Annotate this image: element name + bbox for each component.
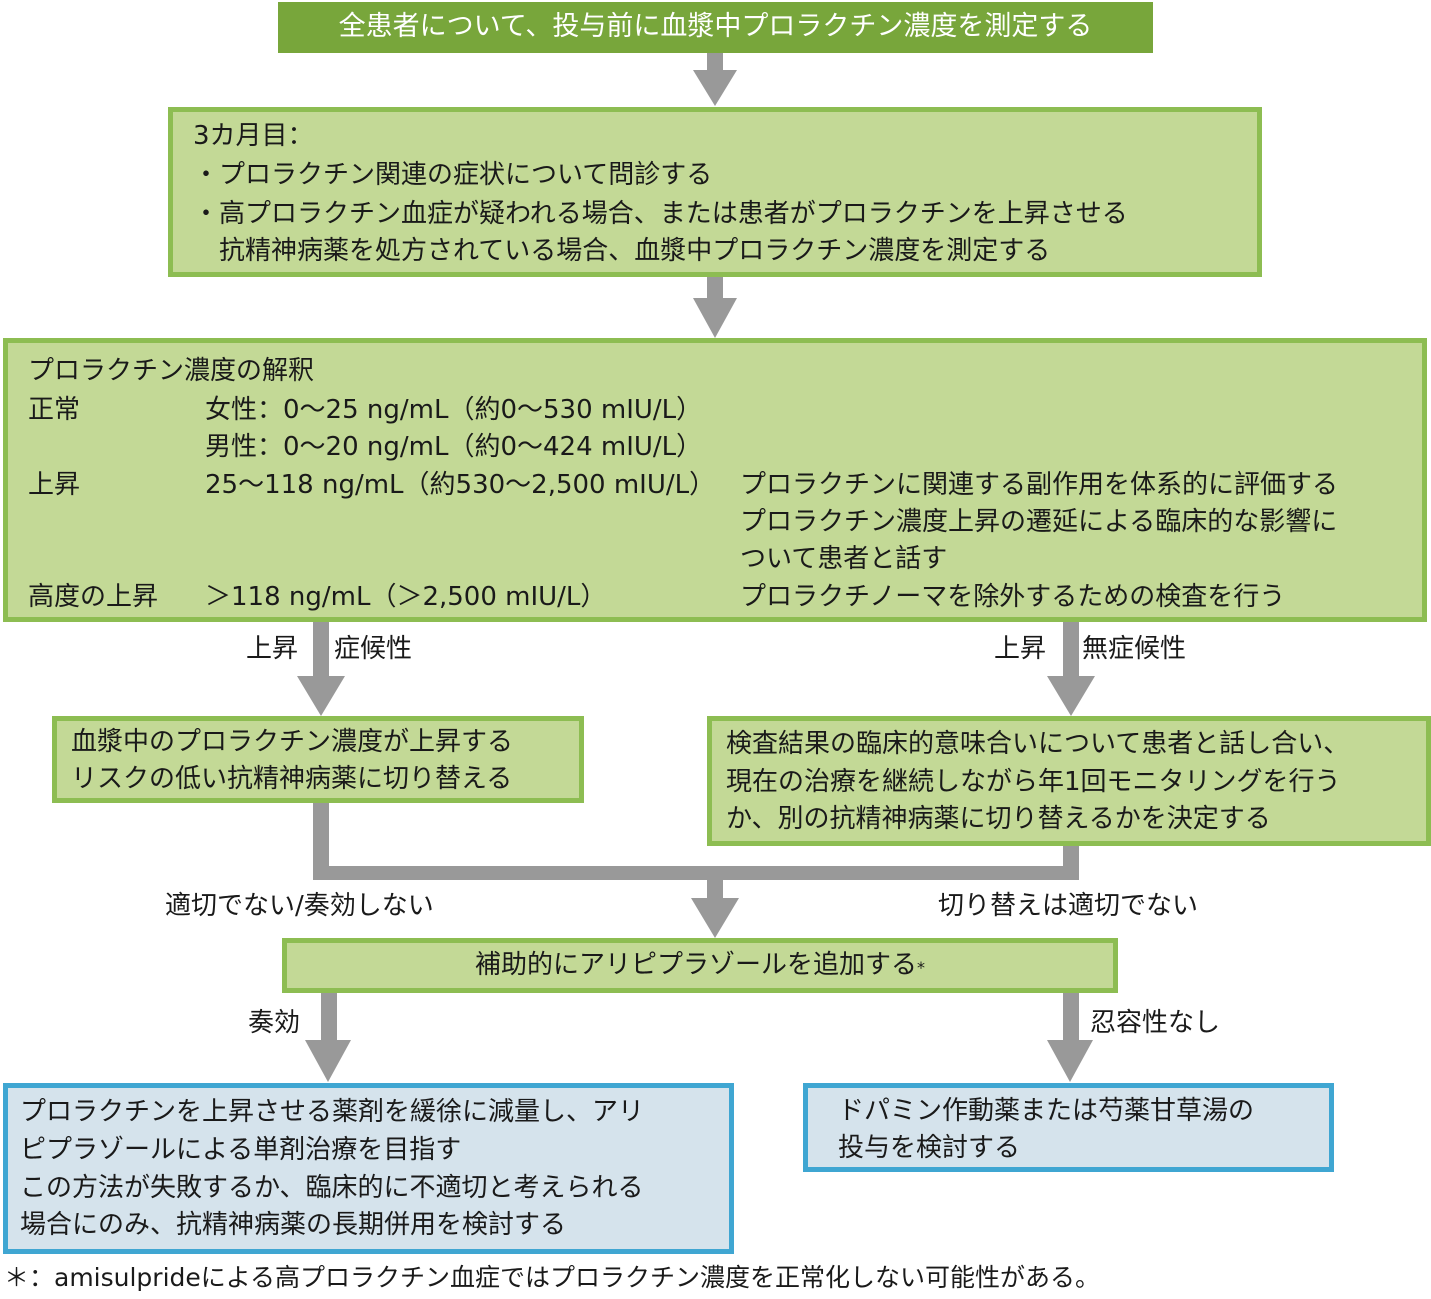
step1-box: 全患者について、投与前に血漿中プロラクチン濃度を測定する [278,2,1153,53]
step2-title: 3カ月目： [193,121,314,151]
taper-line-2: ピプラゾールによる単剤治療を目指す [20,1135,462,1165]
switch-line-2: リスクの低い抗精神病薬に切り替える [71,764,513,794]
label-right-elevated: 上昇 [994,634,1047,664]
step2-bullet-3: 抗精神病薬を処方されている場合、血漿中プロラクチン濃度を測定する [193,236,1051,266]
label-left-elevated: 上昇 [246,634,299,664]
step2-box: 3カ月目： ・プロラクチン関連の症状について問診する ・高プロラクチン血症が疑わ… [168,107,1262,277]
action-1: プロラクチンに関連する副作用を体系的に評価する [740,470,1339,500]
taper-line-4: 場合にのみ、抗精神病薬の長期併用を検討する [20,1210,567,1240]
taper-monotherapy-box: プロラクチンを上昇させる薬剤を緩徐に減量し、アリ ピプラゾールによる単剤治療を目… [3,1083,734,1254]
switch-antipsychotic-box: 血漿中のプロラクチン濃度が上昇する リスクの低い抗精神病薬に切り替える [52,716,584,803]
label-effective: 奏効 [248,1008,301,1038]
interpretation-box: プロラクチン濃度の解釈 正常 女性：0～25 ng/mL（約0～530 mIU/… [3,338,1427,622]
category-elevated: 上昇 [28,470,81,500]
discuss-results-box: 検査結果の臨床的意味合いについて患者と話し合い、 現在の治療を継続しながら年1回… [707,716,1431,846]
step2-bullet-2: ・高プロラクチン血症が疑われる場合、または患者がプロラクチンを上昇させる [193,199,1128,229]
taper-line-3: この方法が失敗するか、臨床的に不適切と考えられる [20,1173,644,1203]
arrow-step2-to-interpretation [693,276,737,338]
action-4: プロラクチノーマを除外するための検査を行う [740,582,1286,612]
switch-line-1: 血漿中のプロラクチン濃度が上昇する [71,727,514,757]
dopamine-line-2: 投与を検討する [838,1133,1021,1163]
arrow-effective [305,992,351,1082]
category-normal: 正常 [28,395,81,425]
label-switch-not-appropriate: 切り替えは適切でない [938,891,1199,921]
discuss-line-3: か、別の抗精神病薬に切り替えるかを決定する [726,804,1271,834]
add-aripiprazole-box: 補助的にアリピプラゾールを追加する* [282,938,1118,993]
taper-line-1: プロラクチンを上昇させる薬剤を緩徐に減量し、アリ [20,1097,645,1127]
label-not-appropriate: 適切でない/奏効しない [165,891,434,921]
range-male: 男性：0～20 ng/mL（約0～424 mIU/L） [205,432,703,462]
dopamine-agonist-box: ドパミン作動薬または芍薬甘草湯の 投与を検討する [803,1083,1334,1172]
action-3: ついて患者と話す [740,544,948,574]
interpretation-title: プロラクチン濃度の解釈 [28,356,315,386]
aripiprazole-text: 補助的にアリピプラゾールを追加する* [287,947,1113,984]
step1-text: 全患者について、投与前に血漿中プロラクチン濃度を測定する [338,11,1093,42]
action-2: プロラクチン濃度上昇の遷延による臨床的な影響に [740,507,1338,537]
step2-bullet-1: ・プロラクチン関連の症状について問診する [193,160,713,190]
range-female: 女性：0～25 ng/mL（約0～530 mIU/L） [205,395,703,425]
range-highly-elevated: ＞118 ng/mL（＞2,500 mIU/L） [205,582,607,612]
aripiprazole-label: 補助的にアリピプラゾールを追加する [474,950,917,980]
label-symptomatic: 症候性 [334,634,413,664]
discuss-line-2: 現在の治療を継続しながら年1回モニタリングを行う [726,767,1341,797]
footnote-marker: * [917,958,925,977]
arrow-step1-to-step2 [693,52,737,106]
dopamine-line-1: ドパミン作動薬または芍薬甘草湯の [838,1096,1255,1126]
label-intolerant: 忍容性なし [1090,1008,1221,1038]
range-elevated: 25～118 ng/mL（約530～2,500 mIU/L） [205,470,716,500]
arrow-intolerant [1047,992,1093,1082]
discuss-line-1: 検査結果の臨床的意味合いについて患者と話し合い、 [726,729,1350,759]
label-asymptomatic: 無症候性 [1082,634,1187,664]
footnote-text: ＊：amisulprideによる高プロラクチン血症ではプロラクチン濃度を正常化し… [4,1263,1101,1292]
category-highly-elevated: 高度の上昇 [28,582,159,612]
